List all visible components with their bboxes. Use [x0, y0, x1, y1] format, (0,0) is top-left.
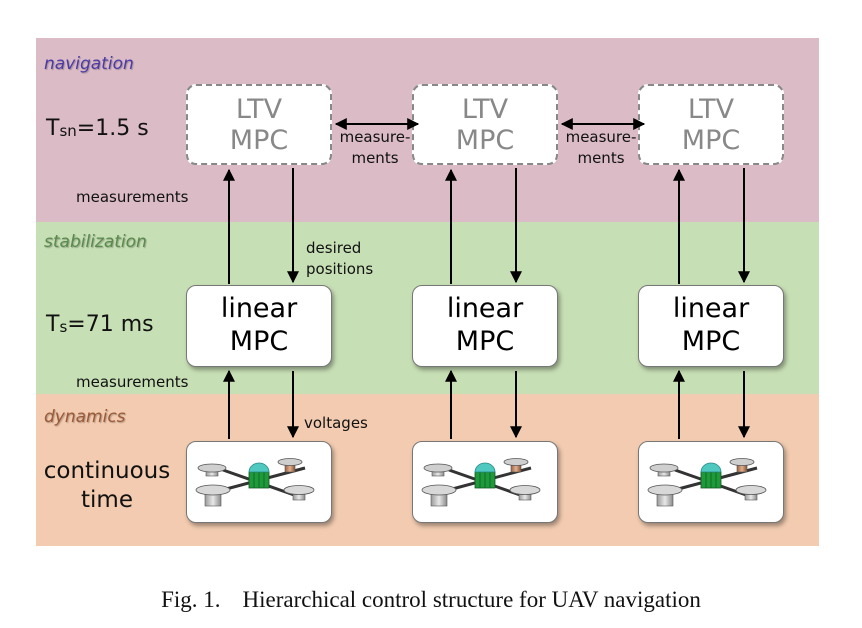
desired-positions-label: desired positions — [306, 238, 373, 280]
stabilization-period-label: Ts=71 ms — [46, 312, 154, 337]
uav-box-1 — [186, 441, 332, 523]
linear-box-1-line2: MPC — [229, 326, 289, 357]
lateral-measurements-label-2: measure- ments — [556, 127, 646, 169]
desired-line1: desired — [306, 239, 362, 257]
nav-period-symbol: T — [46, 116, 60, 141]
navigation-period-label: Tsn=1.5 s — [46, 116, 149, 141]
lateral-2-line1: measure- — [565, 128, 637, 146]
ltv-mpc-box-2: LTV MPC — [412, 84, 558, 165]
uav-box-2 — [412, 441, 558, 523]
linear-box-3-line1: linear — [672, 293, 750, 324]
linear-box-3-line2: MPC — [681, 326, 741, 357]
ltv-box-3-line2: MPC — [681, 125, 741, 156]
ltv-mpc-box-1: LTV MPC — [186, 84, 332, 165]
ltv-box-3-line1: LTV — [687, 94, 735, 125]
lateral-1-line1: measure- — [339, 128, 411, 146]
continuous-time-label: continuous time — [36, 457, 178, 515]
linear-box-2-line1: linear — [446, 293, 524, 324]
linear-box-1-line1: linear — [220, 293, 298, 324]
desired-line2: positions — [306, 260, 374, 278]
linear-mpc-box-2: linear MPC — [412, 285, 558, 367]
ltv-box-1-line2: MPC — [229, 125, 289, 156]
lateral-measurements-label-1: measure- ments — [330, 127, 420, 169]
stab-period-symbol: T — [46, 312, 60, 337]
ltv-box-1-line1: LTV — [235, 94, 283, 125]
quadrotor-icon — [647, 458, 767, 507]
dynamics-band-label: dynamics — [44, 407, 126, 427]
nav-period-subscript: sn — [59, 122, 77, 140]
lateral-1-line2: ments — [351, 149, 399, 167]
navigation-band-label: navigation — [44, 54, 134, 74]
linear-mpc-box-3: linear MPC — [638, 285, 784, 367]
stabilization-band-label: stabilization — [44, 232, 147, 252]
continuous-time-line2: time — [81, 487, 133, 513]
ltv-box-2-line2: MPC — [455, 125, 515, 156]
ltv-mpc-box-3: LTV MPC — [638, 84, 784, 165]
continuous-time-line1: continuous — [43, 458, 171, 484]
measurements-label-stab: measurements — [76, 373, 189, 391]
figure-caption: Fig. 1. Hierarchical control structure fo… — [0, 587, 862, 613]
voltages-label: voltages — [304, 414, 368, 432]
quadrotor-icon — [421, 458, 541, 507]
caption-label: Fig. 1. — [161, 587, 221, 612]
quadrotor-icon — [195, 458, 315, 507]
stab-period-subscript: s — [59, 318, 68, 336]
linear-box-2-line2: MPC — [455, 326, 515, 357]
measurements-label-nav: measurements — [76, 188, 189, 206]
nav-period-value: =1.5 s — [76, 116, 149, 141]
lateral-2-line2: ments — [577, 149, 625, 167]
ltv-box-2-line1: LTV — [461, 94, 509, 125]
stab-period-value: =71 ms — [67, 312, 154, 337]
uav-box-3 — [638, 441, 784, 523]
linear-mpc-box-1: linear MPC — [186, 285, 332, 367]
caption-text: Hierarchical control structure for UAV n… — [242, 587, 701, 612]
